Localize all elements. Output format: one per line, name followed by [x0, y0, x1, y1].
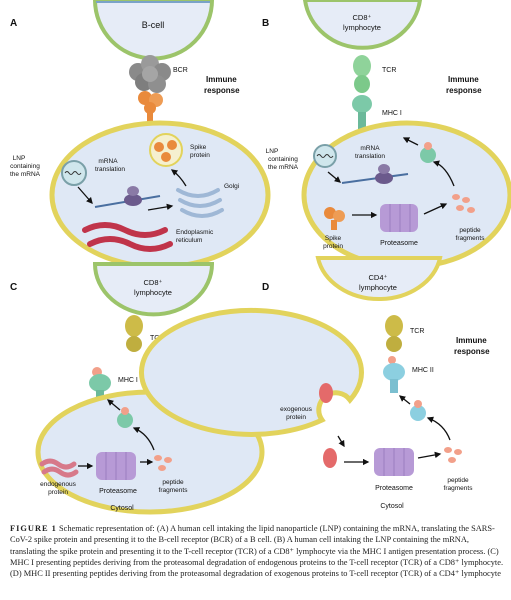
- immune-response-d-2: response: [454, 347, 490, 356]
- er-label-2: reticulum: [176, 237, 202, 244]
- exogenous-label-d-1: exogenous: [280, 406, 313, 413]
- mhc-i-icon-b: [352, 95, 372, 130]
- flow-arrows-d: [337, 395, 451, 466]
- cd4-label-d-2: lymphocyte: [359, 283, 397, 292]
- lnp-icon-b: [313, 144, 337, 168]
- peptide-label-b-1: peptide: [459, 227, 481, 234]
- immune-response-b-1: Immune: [448, 75, 479, 84]
- flow-arrows-b: [327, 137, 455, 219]
- mhc-loaded-icon-b: [420, 142, 436, 163]
- cd4-label-d-1: CD4⁺: [369, 273, 388, 282]
- flow-arrows-a: [77, 169, 187, 211]
- exogenous-protein-icon-d: [319, 383, 337, 468]
- figure-illustration: A B-cell BCR Immune response LNP contain…: [10, 0, 511, 515]
- spike-label-a-2: protein: [190, 152, 210, 159]
- panel-a-letter: A: [10, 18, 17, 29]
- panel-d: D CD4⁺ lymphocyte TCR MHC II Immune resp…: [139, 256, 490, 510]
- cd8-cell-b: [302, 0, 423, 50]
- host-cell-d: [139, 307, 364, 437]
- immune-response-a-1: Immune: [206, 75, 237, 84]
- immune-response-a-2: response: [204, 86, 240, 95]
- spike-label-a-1: Spike: [190, 144, 207, 151]
- spike-label-b-2: protein: [323, 243, 343, 250]
- cd8-label-b-1: CD8⁺: [353, 13, 372, 22]
- mhc-label-b: MHC I: [382, 110, 402, 117]
- endogenous-protein-icon-c: [39, 458, 79, 478]
- panel-c-letter: C: [10, 282, 17, 293]
- mrna-translation-a-2: translation: [95, 166, 125, 173]
- cd8-cell-c: [92, 262, 215, 317]
- exogenous-label-d-2: protein: [286, 414, 306, 421]
- endoplasmic-reticulum-icon: [82, 222, 173, 252]
- panel-b-letter: B: [262, 18, 269, 29]
- peptide-label-d-1: peptide: [447, 477, 469, 484]
- lnp-label-b-3: the mRNA: [268, 164, 299, 171]
- cd4-cell-d: [315, 256, 443, 301]
- caption-text: Schematic representation of: (A) A human…: [10, 524, 504, 579]
- figure-caption: FIGURE 1 Schematic representation of: (A…: [10, 523, 504, 579]
- mrna-translation-b-1: mRNA: [360, 145, 380, 152]
- immune-response-b-2: response: [446, 86, 482, 95]
- panel-d-letter: D: [262, 282, 269, 293]
- spike-label-b-1: Spike: [325, 235, 342, 242]
- peptide-fragments-icon-c: [154, 455, 172, 471]
- peptide-label-c-1: peptide: [162, 479, 184, 486]
- mhc-ii-icon-d: [383, 356, 405, 393]
- b-cell-label: B-cell: [142, 20, 165, 30]
- tcr-label-b: TCR: [382, 67, 396, 74]
- cd8-label-b-2: lymphocyte: [343, 23, 381, 32]
- golgi-label: Golgi: [224, 183, 239, 190]
- lnp-label-a-1: LNP: [13, 155, 26, 162]
- er-label-1: Endoplasmic: [176, 229, 214, 236]
- tcr-label-d: TCR: [410, 328, 424, 335]
- proteasome-label-b: Proteasome: [380, 240, 418, 247]
- mhc-loaded-icon-c: [117, 407, 133, 428]
- proteasome-icon-c: [96, 452, 136, 480]
- cytosol-label-c: Cytosol: [110, 505, 134, 512]
- mrna-translation-b-2: translation: [355, 153, 385, 160]
- cd8-label-c-1: CD8⁺: [144, 278, 163, 287]
- peptide-fragments-icon-d: [444, 447, 462, 463]
- proteasome-label-d: Proteasome: [375, 485, 413, 492]
- lnp-icon: [61, 160, 87, 186]
- caption-label: FIGURE 1: [10, 524, 57, 533]
- peptide-label-b-2: fragments: [456, 235, 486, 242]
- peptide-fragments-icon-b: [452, 194, 475, 213]
- mhc-label-d: MHC II: [412, 367, 434, 374]
- ribosome-icon: [94, 186, 161, 208]
- proteasome-icon-d: [374, 448, 414, 476]
- spike-protein-icon-b: [324, 207, 345, 230]
- proteasome-icon-b: [380, 204, 418, 232]
- cytosol-label-d: Cytosol: [380, 503, 404, 510]
- mhc-label-c: MHC I: [118, 377, 138, 384]
- panel-b: B CD8⁺ lymphocyte TCR MHC I Immune respo…: [262, 0, 511, 270]
- vesicle-spike-icon: [149, 133, 183, 167]
- proteasome-label-c: Proteasome: [99, 488, 137, 495]
- tcr-icon-b: [353, 55, 371, 93]
- panel-a: A B-cell BCR Immune response LNP contain…: [10, 0, 271, 270]
- endogenous-label-c-2: protein: [48, 489, 68, 496]
- mrna-translation-a-1: mRNA: [98, 158, 118, 165]
- peptide-label-d-2: fragments: [444, 485, 474, 492]
- tcr-icon-c: [125, 315, 143, 352]
- cd8-label-c-2: lymphocyte: [134, 288, 172, 297]
- tcr-icon-d: [385, 315, 403, 352]
- lnp-label-a-2: containing: [10, 163, 40, 170]
- lnp-label-b-1: LNP: [266, 148, 279, 155]
- mhc-loaded-icon-d: [410, 400, 426, 421]
- bcr-label: BCR: [173, 67, 188, 74]
- spike-protein-icon: [138, 91, 163, 128]
- flow-arrows-c: [78, 399, 155, 470]
- lnp-label-b-2: containing: [268, 156, 298, 163]
- immune-response-d-1: Immune: [456, 336, 487, 345]
- ribosome-icon-b: [341, 164, 409, 184]
- lnp-label-a-3: the mRNA: [10, 171, 41, 178]
- endogenous-label-c-1: endogenous: [40, 481, 77, 488]
- bcr-receptor-icon: [129, 55, 171, 93]
- golgi-icon: [176, 188, 224, 218]
- peptide-label-c-2: fragments: [159, 487, 189, 494]
